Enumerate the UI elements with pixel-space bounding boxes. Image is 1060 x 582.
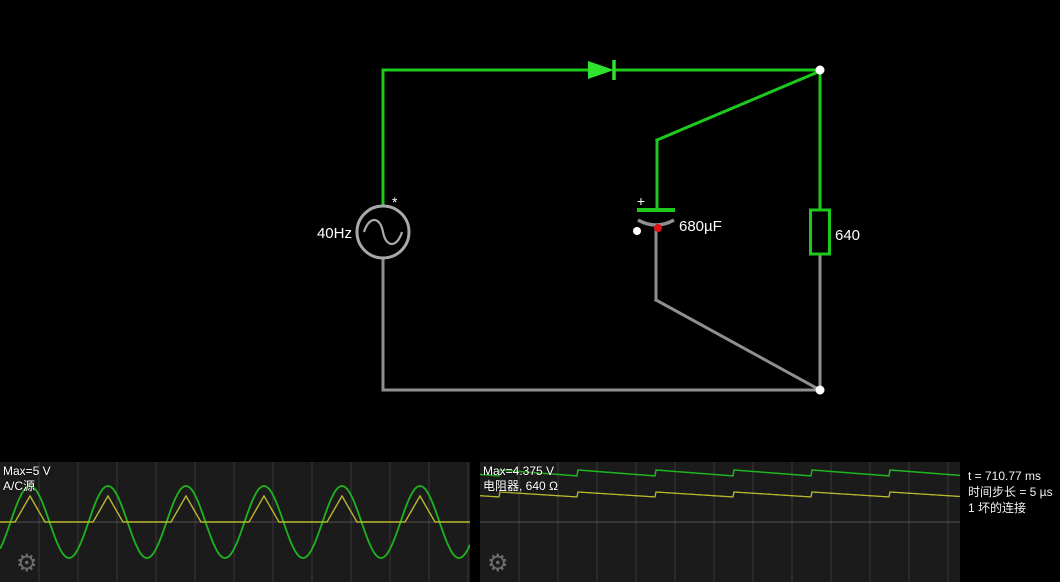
diode-triangle-icon — [588, 61, 614, 79]
ac-source[interactable] — [355, 204, 411, 260]
node-dot[interactable] — [815, 65, 825, 75]
scope-settings-gear-icon[interactable]: ⚙ — [487, 550, 509, 577]
scope-trace-resistor-current — [480, 491, 960, 498]
bad-connection-dot — [654, 224, 662, 232]
circuit-canvas[interactable]: 40Hz * 640 + 680µF — [0, 0, 1060, 462]
scope-trace-resistor-voltage — [480, 469, 960, 477]
scope-trace-source-current — [0, 494, 470, 523]
diode[interactable] — [588, 60, 616, 80]
sim-timestep-label: 时间步长 = 5 µs — [968, 485, 1053, 499]
scope-canvas-resistor[interactable] — [480, 462, 960, 582]
bad-connection-warning: 1 坏的连接 — [968, 501, 1027, 515]
resistor-value-label: 640 — [835, 227, 860, 244]
source-terminal-mark: * — [392, 194, 398, 210]
source-frequency-label: 40Hz — [317, 225, 352, 242]
scope-canvas-ac-source[interactable] — [0, 462, 470, 582]
capacitor-bottom-plate — [637, 218, 675, 227]
resistor[interactable] — [809, 208, 831, 256]
capacitor-value-label: 680µF — [679, 218, 722, 235]
capacitor-polarity-mark: + — [637, 193, 645, 209]
wire-segment[interactable] — [655, 70, 820, 142]
unconnected-post-dot — [633, 227, 641, 235]
sim-time-label: t = 710.77 ms — [968, 469, 1042, 483]
node-dot[interactable] — [815, 385, 825, 395]
capacitor[interactable] — [637, 208, 675, 227]
wire-segment[interactable] — [653, 297, 823, 393]
sine-symbol-icon — [362, 218, 404, 246]
scope-trace-source-voltage — [0, 485, 470, 559]
simulation-status-panel: t = 710.77 ms 时间步长 = 5 µs 1 坏的连接 — [960, 462, 1060, 582]
scope-settings-gear-icon[interactable]: ⚙ — [16, 550, 38, 577]
